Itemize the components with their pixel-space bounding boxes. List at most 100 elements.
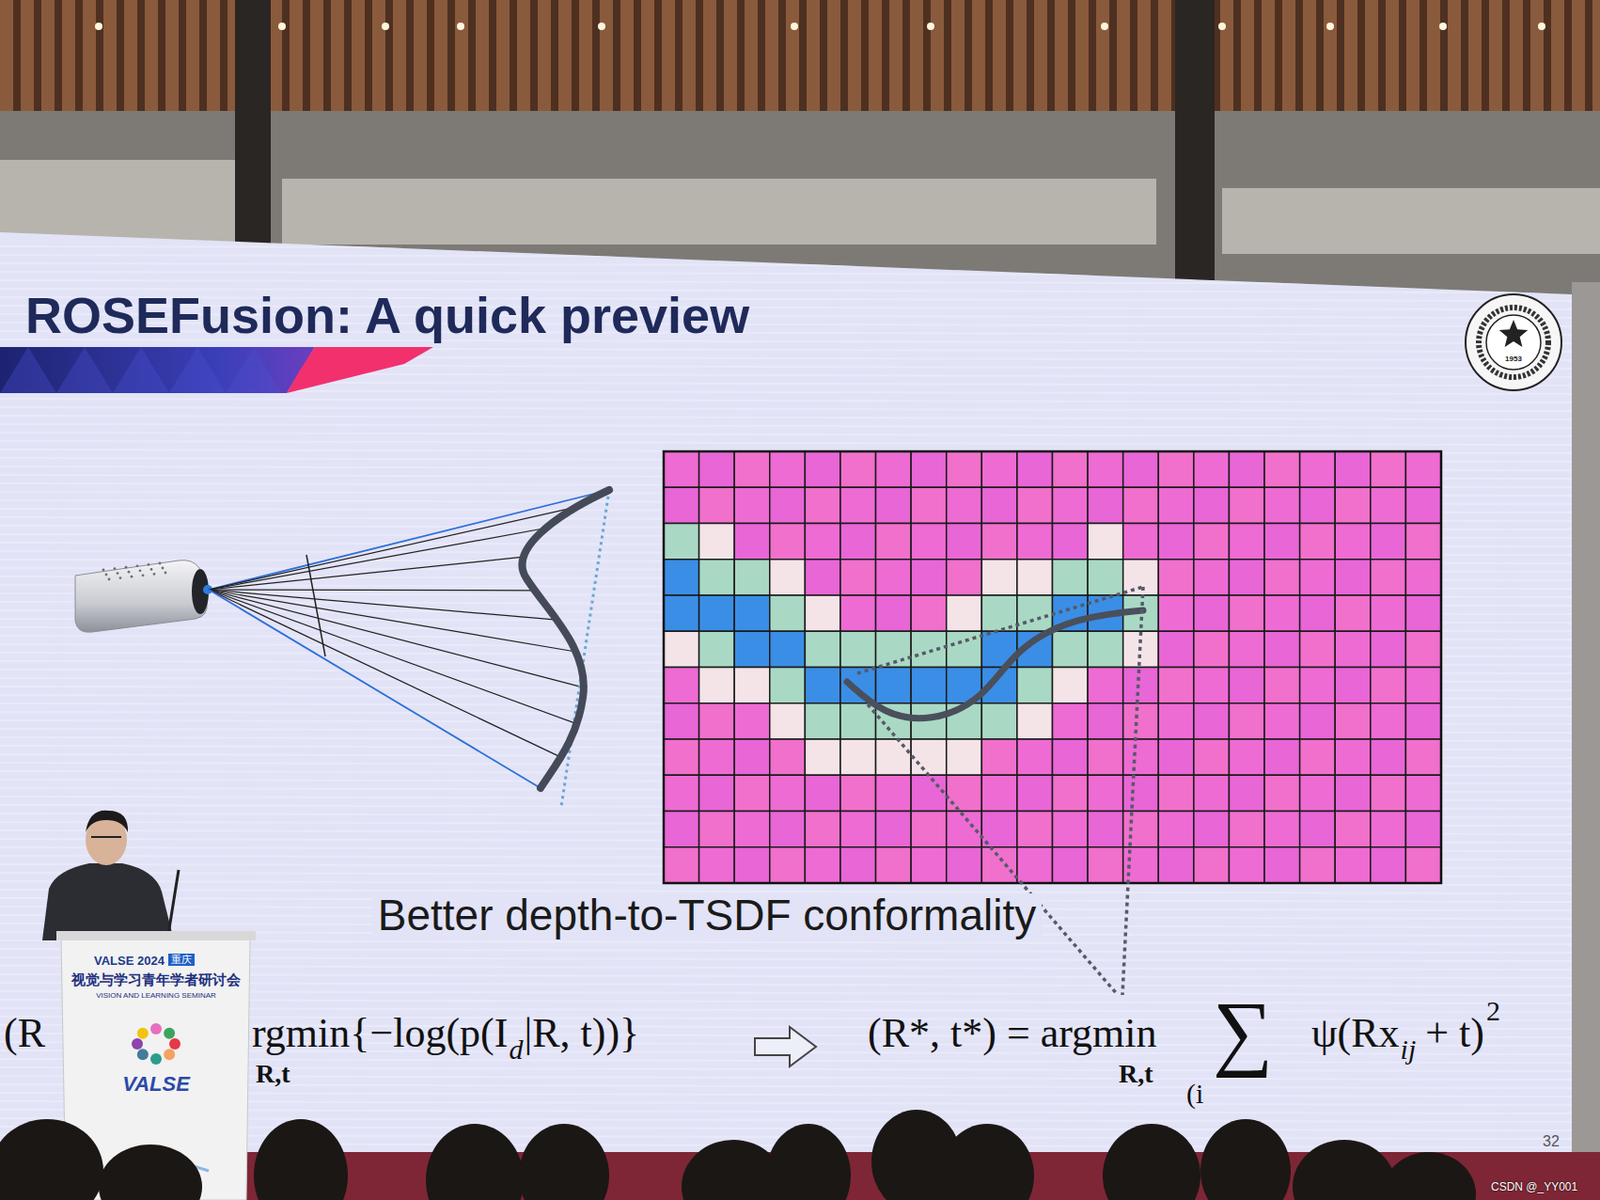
audience-head <box>518 1123 610 1200</box>
page-number: 32 <box>1542 1133 1560 1149</box>
bar-triangle <box>0 346 57 393</box>
tsdf-cell <box>876 486 912 523</box>
seal-lettering <box>1478 307 1549 377</box>
ceiling-slat <box>124 0 138 111</box>
tsdf-cell <box>1228 847 1265 883</box>
camera-vent <box>130 575 134 579</box>
ceiling-slat <box>1364 0 1379 111</box>
ceiling-slat <box>723 0 738 111</box>
tsdf-cell <box>1405 847 1442 883</box>
tsdf-cell <box>1264 774 1301 811</box>
tsdf-cell <box>946 451 983 487</box>
tsdf-cell <box>1052 667 1089 704</box>
tsdf-cell <box>1228 559 1265 596</box>
tsdf-cell <box>663 703 700 739</box>
camera-ray <box>208 489 610 590</box>
ceiling-slat <box>1282 0 1296 111</box>
tsdf-cell <box>1017 738 1053 775</box>
camera-ray <box>208 589 557 620</box>
ceiling-light <box>1326 22 1334 31</box>
ceiling-light <box>926 22 935 31</box>
tsdf-cell <box>1370 847 1407 883</box>
tsdf-cell <box>1334 559 1371 596</box>
audience-head <box>253 1118 348 1200</box>
formula-subscript: R,t <box>255 1060 291 1087</box>
tsdf-cell <box>1193 523 1230 560</box>
ceiling-slat <box>558 0 572 111</box>
tsdf-cell <box>946 811 983 848</box>
ceiling-slat <box>1509 0 1523 111</box>
tsdf-cell <box>1052 559 1089 596</box>
tsdf-cell <box>1300 630 1336 667</box>
tsdf-cell <box>981 486 1018 523</box>
tsdf-cell <box>769 703 806 739</box>
podium-badge: 重庆 <box>168 953 195 966</box>
tsdf-cell <box>946 559 983 596</box>
tsdf-cell <box>734 630 770 667</box>
tsdf-cell <box>663 630 700 667</box>
tsdf-cell <box>1228 738 1265 775</box>
screen-moire <box>0 398 1572 403</box>
ceiling-slat <box>372 0 386 111</box>
seal-star <box>1499 319 1528 347</box>
tsdf-cell <box>734 559 770 596</box>
tsdf-cell <box>1264 847 1301 883</box>
university-seal <box>1465 294 1562 391</box>
depth-camera <box>75 560 213 633</box>
tsdf-cell <box>840 811 877 848</box>
tsdf-cell <box>1370 630 1407 667</box>
tsdf-cell <box>1405 486 1442 523</box>
tsdf-cell <box>1087 774 1124 811</box>
tsdf-cell <box>876 595 912 631</box>
tsdf-cell <box>1300 486 1336 523</box>
camera-vent <box>127 570 131 574</box>
projected-surface <box>847 610 1144 719</box>
camera-ray <box>208 589 584 688</box>
tsdf-cell <box>1158 811 1194 848</box>
ceiling-slat <box>1034 0 1048 111</box>
seal-inner <box>1486 314 1541 370</box>
zoom-dotted-line <box>867 704 1118 995</box>
ceiling-slat <box>537 0 551 111</box>
tsdf-cell <box>876 523 912 560</box>
wall-beam <box>235 0 271 283</box>
tsdf-cell <box>699 738 736 775</box>
camera-vent <box>102 568 106 572</box>
ceiling-light <box>94 22 103 31</box>
wall-panel <box>1222 188 1600 254</box>
formula-subscript: R,t <box>1118 1060 1154 1087</box>
slide-caption: Better depth-to-TSDF conformality <box>372 893 1042 937</box>
tsdf-cell <box>981 523 1018 560</box>
tsdf-cell <box>663 559 700 596</box>
depth-dotted-line <box>561 489 610 807</box>
ceiling-slat <box>1427 0 1441 111</box>
tsdf-cell <box>946 630 983 667</box>
tsdf-cell <box>876 559 912 596</box>
tsdf-cell <box>1017 486 1053 523</box>
bar-triangle <box>56 346 113 393</box>
ceiling-slat <box>289 0 303 111</box>
ceiling-slat <box>785 0 800 111</box>
watermark: CSDN @_YY001 <box>1490 1180 1578 1193</box>
tsdf-cell <box>769 523 806 560</box>
slide-title: ROSEFusion: A quick preview <box>25 289 750 341</box>
audience-head <box>0 1118 104 1200</box>
audience-head <box>940 1123 1035 1200</box>
tsdf-cell <box>1334 451 1371 487</box>
ceiling-slat <box>1302 0 1317 111</box>
ceiling-slat <box>868 0 882 111</box>
tsdf-cell <box>699 595 736 631</box>
tsdf-cell <box>734 811 770 848</box>
tsdf-cell <box>946 738 983 775</box>
zoom-dotted-line <box>857 586 1144 674</box>
tsdf-cell <box>663 451 700 487</box>
ceiling-slat <box>1261 0 1275 111</box>
tsdf-cell <box>910 811 947 848</box>
tsdf-cell <box>734 847 770 883</box>
tsdf-cell <box>840 847 877 883</box>
tsdf-cell <box>1052 774 1089 811</box>
ceiling-slat <box>1116 0 1130 111</box>
tsdf-cell <box>1052 703 1089 739</box>
tsdf-cell <box>1158 667 1194 704</box>
